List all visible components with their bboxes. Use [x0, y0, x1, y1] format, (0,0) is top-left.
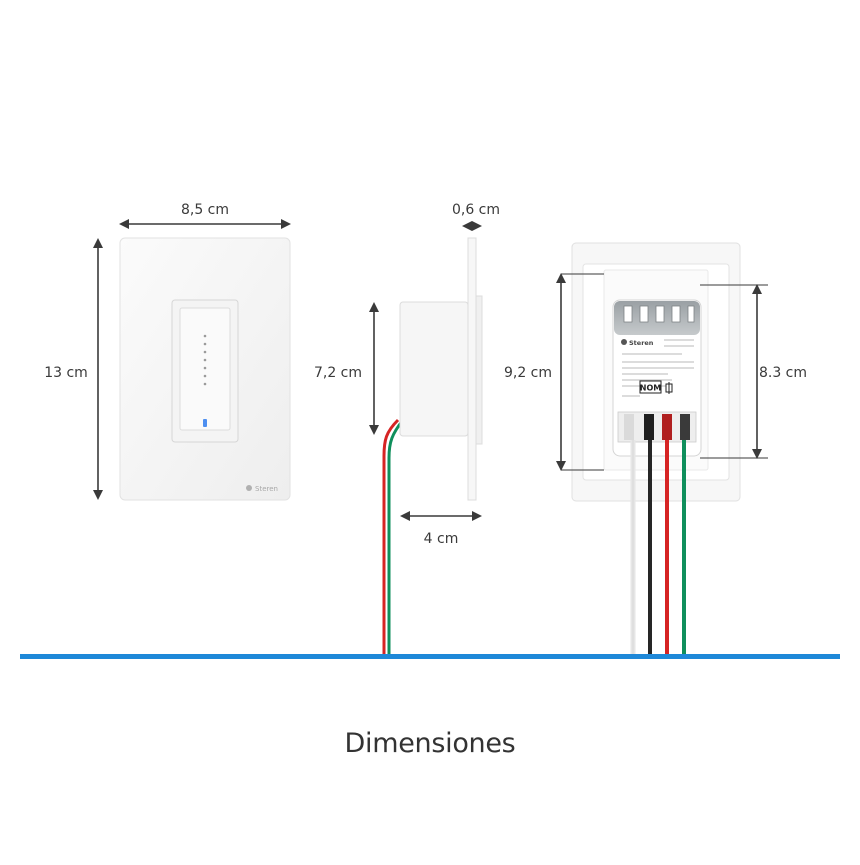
side-depth-label: 4 cm	[424, 531, 459, 547]
back-outer-height-label: 9,2 cm	[504, 365, 552, 381]
wall-plate-side	[467, 237, 477, 501]
back-inner-height-label: 8.3 cm	[759, 365, 807, 381]
nom-mark: NOM	[639, 380, 673, 394]
switch-body-side	[399, 301, 469, 437]
module-brand-text: Steren	[629, 339, 654, 347]
page-title: Dimensiones	[344, 728, 516, 759]
side-thickness-label: 0,6 cm	[452, 202, 500, 218]
front-width-label: 8,5 cm	[181, 202, 229, 218]
floor-line	[20, 654, 840, 659]
side-view: 0,6 cm 7,2 cm 4 cm	[314, 202, 500, 656]
side-height-label: 7,2 cm	[314, 365, 362, 381]
terminal-slots	[624, 414, 690, 440]
front-height-label: 13 cm	[44, 365, 88, 381]
module-logo-icon	[621, 339, 627, 345]
side-wire-green	[387, 419, 405, 656]
switch-paddle-side	[475, 295, 483, 445]
steren-logo-icon	[246, 485, 252, 491]
level-dots	[203, 334, 207, 386]
svg-text:NOM: NOM	[640, 384, 661, 393]
terminal-screws	[623, 305, 695, 323]
status-led	[203, 419, 207, 427]
side-wire-red	[382, 418, 400, 656]
back-view: Steren NOM	[504, 242, 807, 656]
front-logo-text: Steren	[255, 485, 278, 493]
front-view: Steren 8,5 cm 13 cm	[44, 202, 291, 501]
